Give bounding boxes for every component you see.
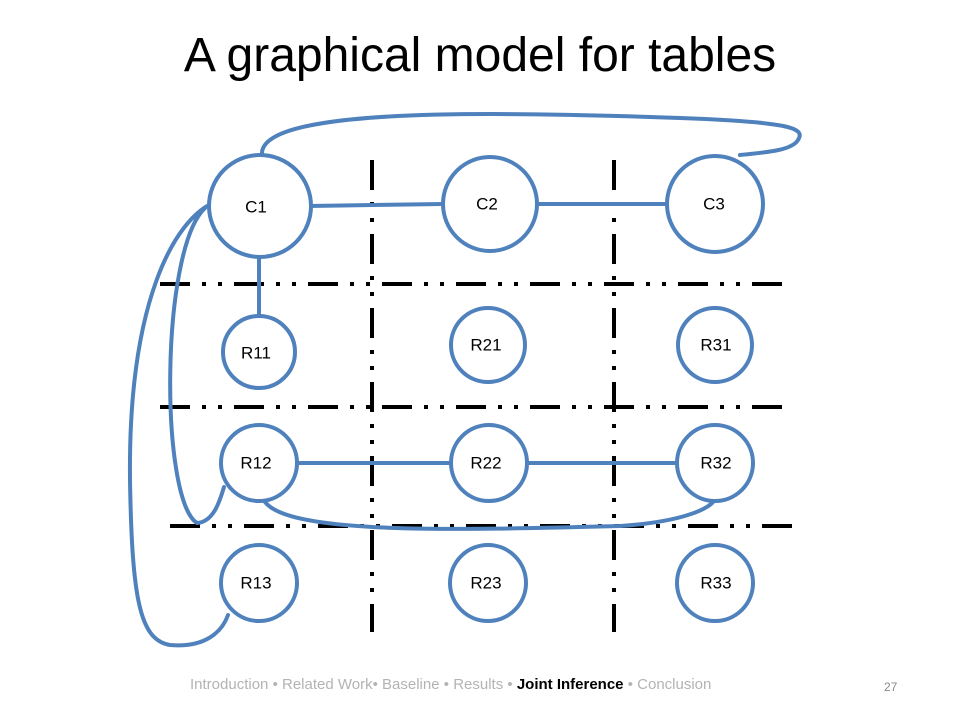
node-r32	[675, 423, 755, 503]
node-r31	[676, 306, 754, 384]
node-r11	[221, 314, 297, 390]
nav-item-joint-inference[interactable]: Joint Inference	[516, 676, 624, 693]
section-nav: Introduction • Related Work• Baseline • …	[190, 676, 850, 693]
label-r33: R33	[700, 574, 731, 593]
nav-item-related-work[interactable]: Related Work	[282, 676, 373, 693]
label-c3: C3	[703, 195, 725, 214]
node-r13	[219, 543, 299, 623]
slide-title: A graphical model for tables	[183, 29, 777, 82]
node-c1	[207, 153, 313, 259]
node-labels: C1 C2 C3 R11 R21 R31 R12 R22 R32 R13 R23…	[240, 195, 731, 593]
label-c2: C2	[476, 195, 498, 214]
nav-item-conclusion[interactable]: Conclusion	[637, 676, 712, 693]
node-r22	[449, 423, 529, 503]
label-r31: R31	[700, 336, 731, 355]
edge-c1-r13-arc	[127, 201, 230, 648]
node-r12	[219, 423, 299, 503]
node-r21	[449, 306, 527, 384]
label-r21: R21	[470, 336, 501, 355]
label-r22: R22	[470, 454, 501, 473]
page-number: 27	[884, 680, 898, 694]
label-r32: R32	[700, 454, 731, 473]
nav-item-baseline[interactable]: Baseline	[382, 676, 440, 693]
nav-separator: •	[627, 676, 633, 693]
label-r13: R13	[240, 574, 271, 593]
label-r23: R23	[470, 574, 501, 593]
nav-separator: •	[272, 676, 278, 693]
node-c2	[441, 155, 539, 253]
nav-separator: •	[372, 676, 378, 693]
label-r11: R11	[241, 344, 271, 363]
graph-nodes	[207, 153, 765, 623]
edge-c1-r12-arc	[168, 206, 226, 526]
edge-c1-c2	[306, 202, 445, 208]
label-r12: R12	[240, 454, 271, 473]
nav-separator: •	[443, 676, 450, 693]
node-r23	[448, 543, 528, 623]
edge-r12-r32-arc	[263, 500, 715, 531]
node-r33	[675, 543, 755, 623]
nav-separator: •	[507, 676, 513, 693]
nav-item-introduction[interactable]: Introduction	[190, 676, 269, 693]
table-dividers	[160, 160, 794, 632]
node-c3	[665, 154, 765, 254]
edge-c1-c3-arc	[259, 111, 802, 157]
nav-item-results[interactable]: Results	[453, 676, 504, 693]
graph-edges	[127, 111, 802, 648]
label-c1: C1	[245, 198, 267, 217]
